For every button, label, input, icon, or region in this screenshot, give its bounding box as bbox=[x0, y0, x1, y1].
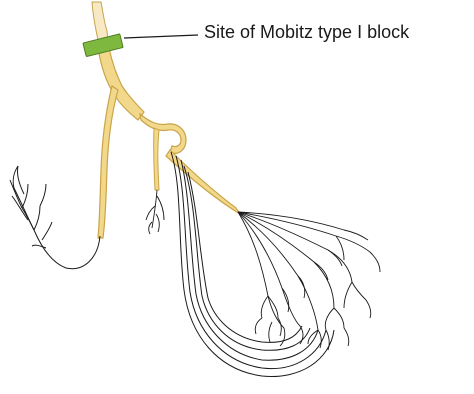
septal-branch bbox=[154, 128, 159, 190]
right-purkinje-loops bbox=[171, 152, 334, 377]
his-bundle-upper bbox=[92, 2, 108, 40]
right-bundle-loop bbox=[140, 114, 186, 153]
annotation-leader-line bbox=[124, 35, 198, 38]
left-bundle-branch bbox=[98, 86, 118, 238]
septal-fibers bbox=[146, 190, 164, 234]
left-purkinje-fibers bbox=[10, 166, 100, 269]
block-site-label: Site of Mobitz type I block bbox=[204, 23, 409, 41]
his-bundle-trunk bbox=[98, 48, 144, 120]
